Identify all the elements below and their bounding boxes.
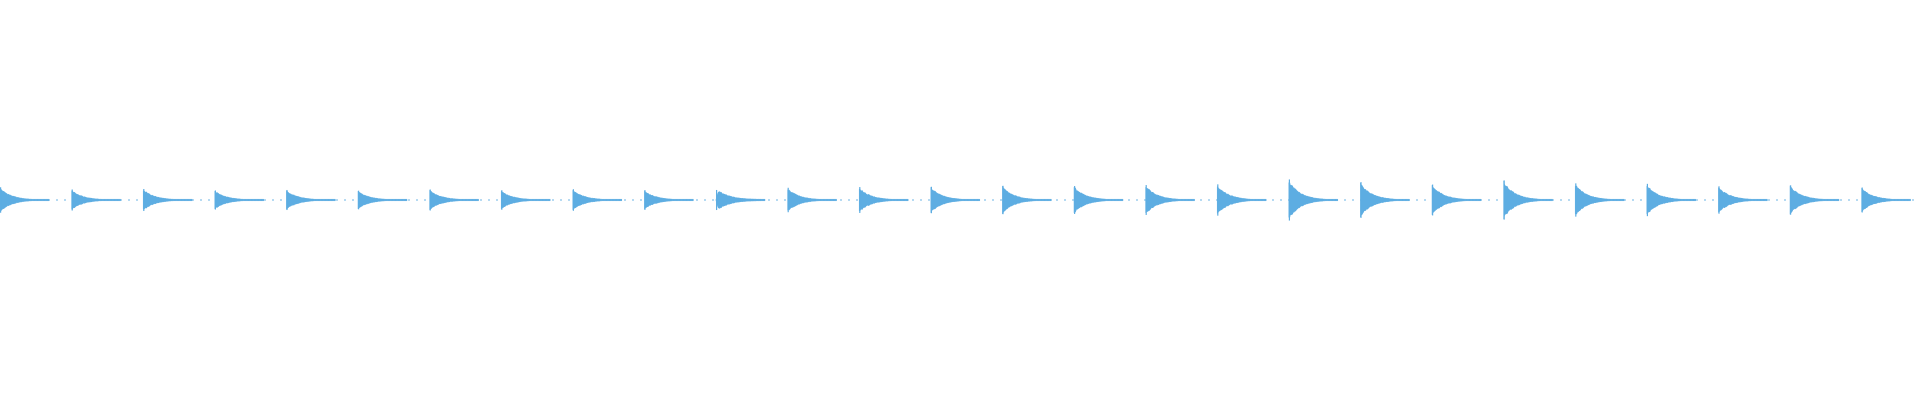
waveform-burst bbox=[715, 191, 766, 209]
waveform-burst bbox=[1145, 186, 1195, 214]
waveform-burst bbox=[1073, 186, 1124, 214]
waveform-burst bbox=[1789, 185, 1840, 215]
waveform-burst bbox=[286, 190, 336, 210]
waveform-burst bbox=[1503, 180, 1553, 220]
waveform-burst bbox=[142, 190, 193, 210]
waveform-burst bbox=[1216, 186, 1267, 214]
waveform-burst bbox=[357, 190, 408, 210]
waveform-burst bbox=[1574, 185, 1625, 215]
waveform-burst bbox=[1288, 181, 1339, 219]
waveform-burst bbox=[0, 188, 50, 212]
waveform-burst bbox=[1002, 185, 1052, 215]
waveform-burst bbox=[1718, 187, 1768, 213]
waveform-burst bbox=[1360, 182, 1410, 218]
waveform-burst bbox=[500, 190, 551, 210]
waveform-burst bbox=[858, 188, 909, 212]
waveform-marks bbox=[0, 179, 1911, 221]
waveform-burst bbox=[1431, 185, 1482, 215]
waveform-burst bbox=[429, 189, 479, 211]
waveform-burst bbox=[572, 189, 623, 211]
waveform-burst bbox=[214, 190, 265, 210]
waveform-burst bbox=[787, 189, 837, 211]
waveform-burst bbox=[1861, 187, 1911, 213]
waveform-burst bbox=[1646, 185, 1697, 215]
waveform-burst bbox=[71, 189, 121, 211]
waveform-burst bbox=[930, 187, 981, 213]
waveform-burst bbox=[644, 189, 694, 211]
